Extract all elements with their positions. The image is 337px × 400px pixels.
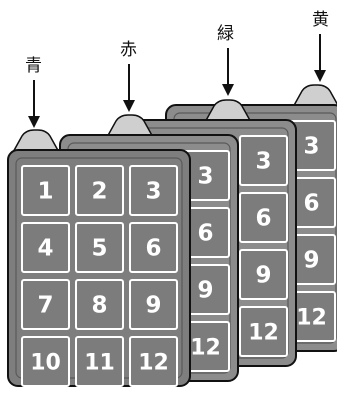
key-frame <box>239 306 288 357</box>
sheet-red-key-12: 12 <box>181 321 230 372</box>
key-frame <box>129 165 178 216</box>
key-frame <box>239 135 288 186</box>
key-label: 10 <box>30 351 61 376</box>
key-label: 11 <box>84 351 115 376</box>
sheet-blue-key-8: 8 <box>75 279 124 330</box>
key-label: 9 <box>145 293 161 319</box>
sheet-red-key-3: 3 <box>181 150 230 201</box>
key-label: 7 <box>37 293 53 319</box>
sheet-blue-key-2: 2 <box>75 165 124 216</box>
label-green: 緑 <box>217 24 234 44</box>
label-blue: 青 <box>25 56 42 76</box>
sheet-green-key-9: 9 <box>239 249 288 300</box>
key-label: 9 <box>255 263 271 289</box>
sheet-red-key-9: 9 <box>181 264 230 315</box>
key-frame <box>75 165 124 216</box>
key-label: 12 <box>138 351 169 376</box>
sheet-green-key-6: 6 <box>239 192 288 243</box>
sheet-blue-key-10: 10 <box>21 336 70 387</box>
sheet-blue-key-4: 4 <box>21 222 70 273</box>
key-frame <box>75 336 124 387</box>
arrow-blue <box>28 80 40 128</box>
key-frame <box>21 336 70 387</box>
sheet-red-key-6: 6 <box>181 207 230 258</box>
sheet-green-key-12: 12 <box>239 306 288 357</box>
key-label: 1 <box>37 179 53 205</box>
key-frame <box>239 249 288 300</box>
sheet-blue-key-11: 11 <box>75 336 124 387</box>
sheet-yellow-key-3: 3 <box>287 120 336 171</box>
sheet-blue-key-12: 12 <box>129 336 178 387</box>
sheet-blue-key-1: 1 <box>21 165 70 216</box>
key-label: 6 <box>197 221 213 247</box>
key-label: 2 <box>91 179 107 205</box>
key-label: 9 <box>303 248 319 274</box>
label-yellow: 黄 <box>312 10 329 30</box>
key-frame <box>129 336 178 387</box>
sheet-blue-key-9: 9 <box>129 279 178 330</box>
sheet-yellow-tab <box>290 84 337 110</box>
sheet-green-key-3: 3 <box>239 135 288 186</box>
sheet-blue-tab <box>10 129 62 155</box>
sheet-blue-key-7: 7 <box>21 279 70 330</box>
key-frame <box>75 222 124 273</box>
key-frame <box>239 192 288 243</box>
arrow-green <box>222 48 234 96</box>
sheet-green-tab <box>202 99 254 125</box>
key-frame <box>21 222 70 273</box>
arrow-yellow <box>314 34 326 82</box>
key-label: 3 <box>197 164 213 190</box>
key-label: 3 <box>255 149 271 175</box>
key-label: 6 <box>255 206 271 232</box>
key-frame <box>21 165 70 216</box>
key-label: 4 <box>37 236 53 262</box>
key-label: 8 <box>91 293 107 319</box>
sheet-red-tab <box>104 114 156 140</box>
key-label: 6 <box>303 191 319 217</box>
key-label: 6 <box>145 236 161 262</box>
label-red: 赤 <box>120 40 137 60</box>
key-label: 12 <box>190 336 221 361</box>
key-label: 12 <box>248 321 279 346</box>
key-frame <box>129 279 178 330</box>
key-frame <box>21 279 70 330</box>
key-label: 9 <box>197 278 213 304</box>
key-frame <box>129 222 178 273</box>
sheet-yellow-key-12: 12 <box>287 291 336 342</box>
key-label: 3 <box>145 179 161 205</box>
arrow-red <box>123 64 135 112</box>
sheet-blue-key-3: 3 <box>129 165 178 216</box>
key-label: 3 <box>303 134 319 160</box>
key-label: 5 <box>91 236 107 262</box>
sheet-blue-key-6: 6 <box>129 222 178 273</box>
sheet-blue-key-5: 5 <box>75 222 124 273</box>
key-label: 12 <box>296 306 327 331</box>
sheet-yellow-key-6: 6 <box>287 177 336 228</box>
key-frame <box>75 279 124 330</box>
